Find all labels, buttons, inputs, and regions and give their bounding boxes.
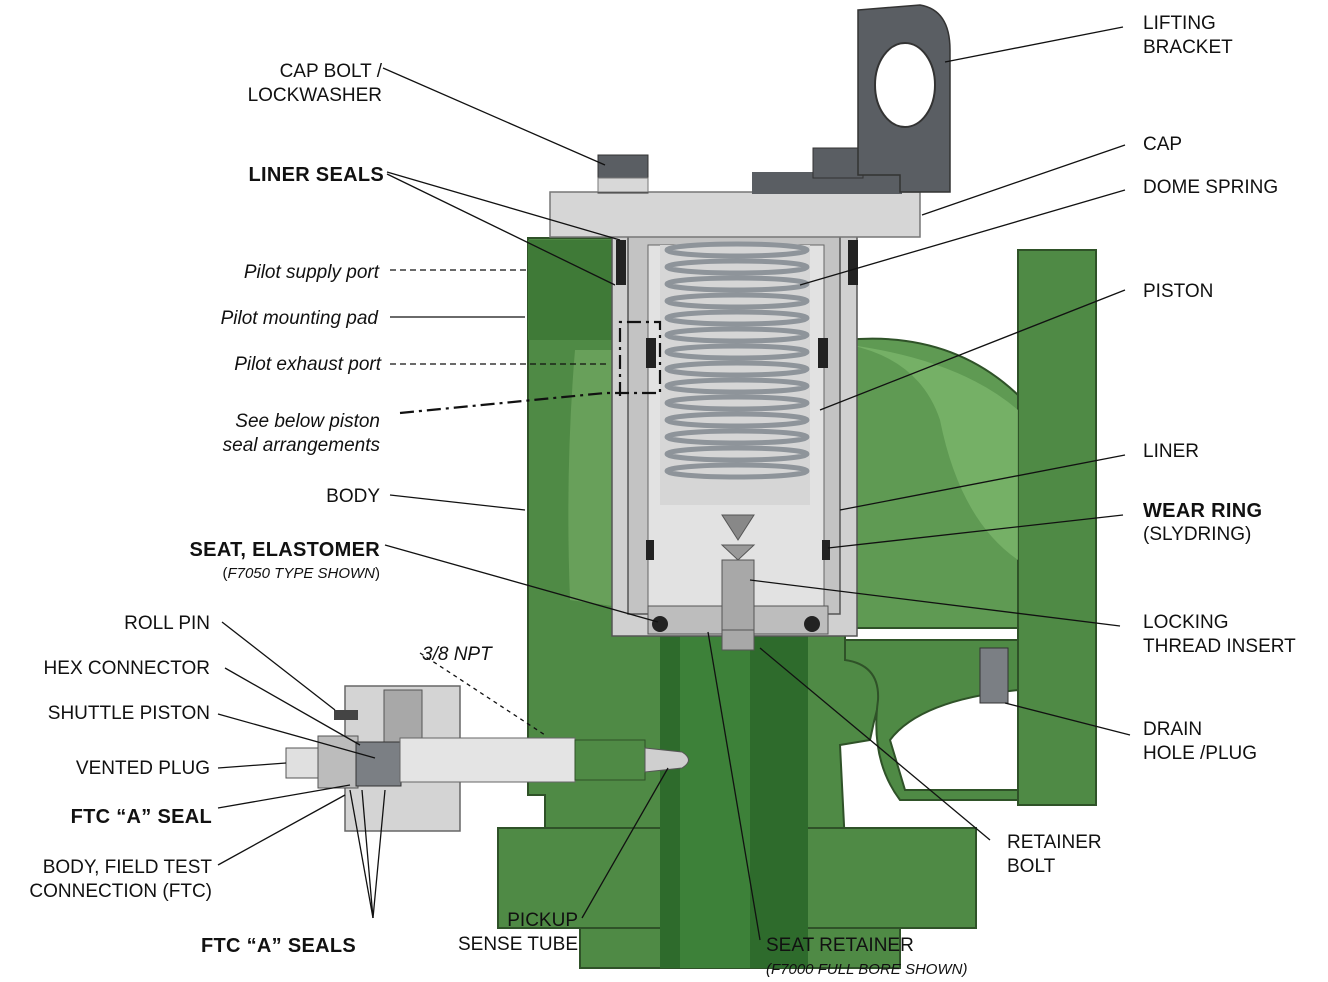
field-test-connection (285, 685, 689, 832)
leader-lines (217, 26, 1131, 941)
label-body: BODY (326, 486, 380, 507)
spring-coil (664, 411, 810, 429)
label-ftc-a-seal: FTC “A” SEAL (70, 806, 212, 828)
label-seat-retainer: SEAT RETAINER (F7000 FULL BORE SHOWN) (766, 935, 968, 978)
seals (616, 240, 858, 632)
spring-coil (664, 326, 810, 344)
spring-coil (664, 462, 810, 480)
label-seat-elastomer: SEAT, ELASTOMER (F7050 TYPE SHOWN) (189, 539, 380, 582)
spring-coil (664, 377, 810, 395)
label-ftc-a-seals: FTC “A” SEALS (201, 935, 357, 957)
label-hex-connector: HEX CONNECTOR (43, 658, 210, 679)
label-roll-pin: ROLL PIN (124, 613, 210, 634)
outlet-flange (844, 249, 1097, 806)
label-pilot-exhaust-port: Pilot exhaust port (234, 354, 381, 375)
spring-coil (664, 275, 810, 293)
label-liner: LINER (1143, 441, 1199, 462)
drain-plug (979, 647, 1009, 704)
label-shuttle-piston: SHUTTLE PISTON (47, 703, 210, 724)
lifting-bracket (857, 4, 951, 193)
label-pilot-mounting-pad: Pilot mounting pad (220, 308, 378, 329)
label-wear-ring: WEAR RING (SLYDRING) (1143, 500, 1263, 545)
label-pilot-supply-port: Pilot supply port (243, 262, 379, 283)
cap (549, 147, 921, 238)
spring-coil (664, 394, 810, 412)
dome-spring (664, 241, 810, 480)
spring-coil (664, 445, 810, 463)
label-npt: 3/8 NPT (422, 644, 492, 665)
spring-coil (664, 360, 810, 378)
label-vented-plug: VENTED PLUG (75, 758, 210, 779)
label-dome-spring: DOME SPRING (1143, 177, 1279, 198)
label-liner-seals: LINER SEALS (248, 164, 384, 186)
label-cap: CAP (1143, 134, 1183, 155)
spring-coil (664, 309, 810, 327)
spring-coil (664, 343, 810, 361)
spring-coil (664, 241, 810, 259)
label-cap-bolt: CAP BOLT /LOCKWASHER (247, 61, 382, 106)
spring-coil (664, 428, 810, 446)
spring-coil (664, 292, 810, 310)
spring-coil (664, 258, 810, 276)
label-piston: PISTON (1143, 281, 1214, 302)
